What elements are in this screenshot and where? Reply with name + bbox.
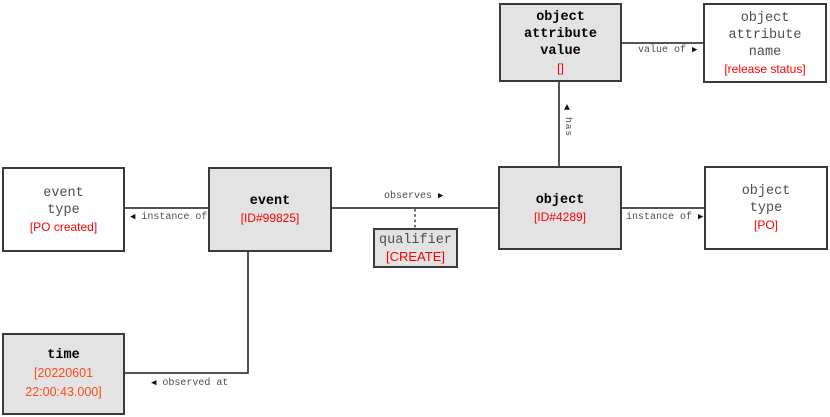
node-time: time [20220601 22:00:43.000] <box>2 333 125 415</box>
edge-label-event-instance-of: ◀ instance of <box>130 212 207 223</box>
arrowhead-right-icon: ▶ <box>698 212 704 222</box>
node-object-attribute-value: object attribute value [] <box>499 3 622 82</box>
node-value: [PO] <box>753 218 778 232</box>
node-label-line: type <box>47 202 80 218</box>
edge-label-observed-at: ◀ observed at <box>151 378 228 389</box>
arrowhead-right-icon: ▶ <box>692 45 698 55</box>
arrowhead-left-icon: ◀ <box>151 378 157 388</box>
node-value: [PO created] <box>29 219 98 234</box>
node-label-line: attribute <box>728 27 802 43</box>
arrowhead-up-icon: ▲ <box>564 103 571 114</box>
edge-label-value-of: value of ▶ <box>638 45 697 56</box>
node-label-line: event <box>249 194 291 209</box>
node-event: event [ID#99825] <box>208 167 332 252</box>
edge-label-has: has <box>563 117 574 138</box>
node-label-line: qualifier <box>379 232 452 248</box>
node-label-line: attribute <box>524 27 597 42</box>
edge-label-text: value of <box>638 45 693 56</box>
edge-label-text: instance of <box>135 212 208 223</box>
edge-label-object-instance-of: instance of ▶ <box>626 212 703 223</box>
node-value: [20220601 22:00:43.000] <box>25 365 102 399</box>
node-label-line: name <box>748 44 782 60</box>
node-object-type: object type [PO] <box>704 166 828 250</box>
edge-label-text: observed at <box>156 378 229 389</box>
node-value: [ID#99825] <box>240 211 300 225</box>
edge-line-observed-at <box>125 252 249 374</box>
node-label-line: value <box>540 44 581 59</box>
edge-label-observes: observes ▶ <box>384 191 443 202</box>
node-qualifier: qualifier [CREATE] <box>373 228 458 268</box>
node-label-line: object <box>741 184 791 199</box>
node-label-line: event <box>43 185 84 201</box>
edge-label-text: instance of <box>626 212 699 223</box>
node-object-attribute-name: object attribute name [release status] <box>703 3 827 83</box>
node-value: [] <box>557 61 564 75</box>
edge-label-text: observes <box>384 191 439 202</box>
node-label-line: type <box>749 201 783 216</box>
arrowhead-right-icon: ▶ <box>438 191 444 201</box>
node-label-line: time <box>47 347 80 363</box>
node-label-line: object <box>740 10 790 26</box>
arrowhead-left-icon: ◀ <box>130 212 136 222</box>
node-value: [CREATE] <box>386 248 445 264</box>
node-label-line: object <box>535 192 585 208</box>
node-label-line: object <box>536 10 585 25</box>
node-event-type: event type [PO created] <box>2 167 125 252</box>
node-value: [ID#4289] <box>533 209 587 224</box>
node-value: [release status] <box>724 61 806 76</box>
node-object: object [ID#4289] <box>498 166 622 250</box>
